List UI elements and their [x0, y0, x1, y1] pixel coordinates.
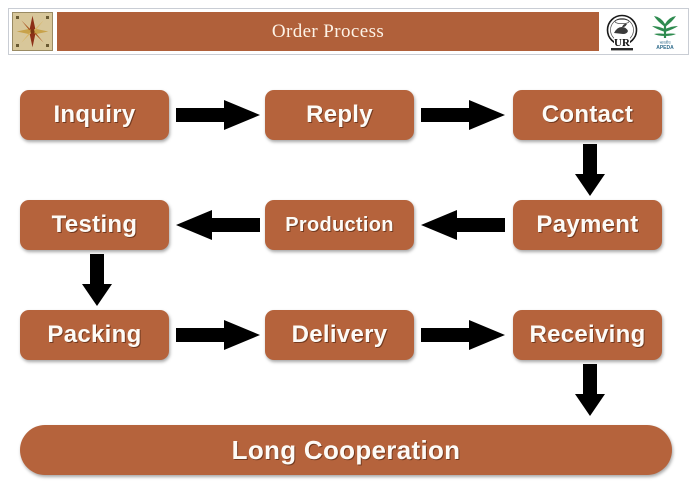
ur-logo: UR	[602, 11, 642, 52]
flow-box-label: Delivery	[291, 321, 388, 348]
flow-box-testing[interactable]: Testing	[20, 200, 169, 250]
arrow-down-icon	[573, 144, 607, 196]
arrow-left-icon	[176, 208, 260, 242]
flow-box-label: Inquiry	[53, 101, 136, 128]
compass-corner-dot	[16, 44, 19, 47]
flow-box-label: Reply	[306, 101, 373, 128]
compass-corner-dot	[46, 44, 49, 47]
flow-box-label: Contact	[541, 101, 634, 128]
flow-box-inquiry[interactable]: Inquiry	[20, 90, 169, 140]
arrow-down-icon	[573, 364, 607, 416]
ur-logo-glyph: UR	[606, 14, 638, 50]
apeda-leaf-glyph: भारतीय APEDA	[652, 15, 678, 51]
flow-box-label: Packing	[47, 321, 142, 348]
flow-box-receiving[interactable]: Receiving	[513, 310, 662, 360]
arrow-down-icon	[80, 254, 114, 306]
arrow-right-icon	[176, 98, 260, 132]
flow-box-delivery[interactable]: Delivery	[265, 310, 414, 360]
flow-box-payment[interactable]: Payment	[513, 200, 662, 250]
svg-text:UR: UR	[614, 37, 631, 49]
compass-corner-dot	[16, 16, 19, 19]
header-bar: Order Process UR भारतीय APE	[8, 8, 689, 55]
title-bar: Order Process	[57, 12, 599, 51]
arrow-right-icon	[176, 318, 260, 352]
svg-text:भारतीय: भारतीय	[659, 40, 671, 45]
flow-box-label: Long Cooperation	[231, 434, 461, 465]
page-title: Order Process	[271, 20, 385, 42]
flow-box-label: Receiving	[529, 321, 646, 348]
arrow-right-icon	[421, 98, 505, 132]
flow-box-long-cooperation[interactable]: Long Cooperation	[20, 425, 672, 475]
svg-text:APEDA: APEDA	[656, 45, 674, 51]
flow-box-label: Payment	[536, 211, 639, 238]
compass-star-glyph	[16, 15, 49, 48]
flow-box-reply[interactable]: Reply	[265, 90, 414, 140]
flow-box-packing[interactable]: Packing	[20, 310, 169, 360]
flow-box-label: Testing	[51, 211, 138, 238]
compass-corner-dot	[46, 16, 49, 19]
arrow-left-icon	[421, 208, 505, 242]
flow-box-production[interactable]: Production	[265, 200, 414, 250]
flow-box-label: Production	[285, 213, 394, 236]
flow-box-contact[interactable]: Contact	[513, 90, 662, 140]
compass-rose-icon	[12, 12, 53, 51]
arrow-right-icon	[421, 318, 505, 352]
apeda-logo: भारतीय APEDA	[645, 11, 685, 52]
